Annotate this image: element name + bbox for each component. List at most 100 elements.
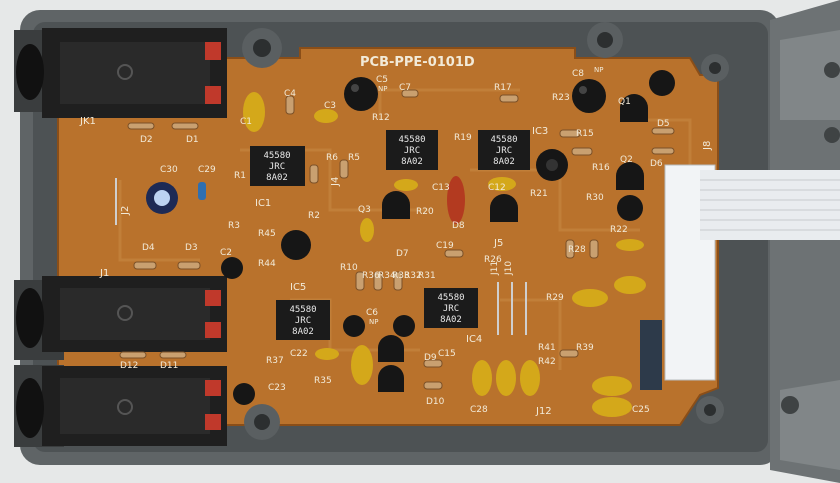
label-ic1: IC1 — [255, 198, 271, 209]
lid-screw-hole-bottom — [781, 396, 799, 414]
label-r33: R33 — [392, 271, 410, 281]
label-ic4: IC4 — [466, 334, 482, 345]
label-c4: C4 — [284, 89, 296, 99]
label-d6: D6 — [650, 159, 663, 169]
chip-ic3-line2: JRC — [496, 146, 512, 156]
chip-ic3-line1: 45580 — [490, 135, 517, 145]
label-r2: R2 — [308, 211, 320, 221]
label-r16: R16 — [592, 163, 610, 173]
label-r32: R32 — [404, 271, 422, 281]
label-r22: R22 — [610, 225, 628, 235]
label-r3: R3 — [228, 221, 240, 231]
label-r42: R42 — [538, 357, 556, 367]
label-c13: C13 — [432, 183, 450, 193]
chip-ic2-line1: 45580 — [398, 135, 425, 145]
label-d9: D9 — [424, 353, 437, 363]
lid-rib-lower — [780, 380, 840, 470]
label-r37: R37 — [266, 356, 284, 366]
electrolytic-capacitors — [146, 70, 675, 405]
label-r21: R21 — [530, 189, 548, 199]
label-j11: J11 — [490, 261, 500, 276]
pcb-traces — [118, 88, 692, 370]
chip-ic4-line3: 8A02 — [440, 315, 462, 325]
label-r17: R17 — [494, 83, 512, 93]
resistors — [119, 89, 675, 390]
label-c30: C30 — [160, 165, 178, 175]
label-r30: R30 — [586, 193, 604, 203]
jack-j1 — [14, 276, 227, 360]
label-r28: R28 — [568, 245, 586, 255]
label-j4: J4 — [330, 177, 341, 187]
chip-ic2-line3: 8A02 — [401, 157, 423, 167]
label-r36: R36 — [362, 271, 380, 281]
label-jk1: JK1 — [79, 116, 96, 127]
jumper-wires — [115, 178, 527, 335]
label-r29: R29 — [546, 293, 564, 303]
label-c12: C12 — [488, 183, 506, 193]
label-r34: R34 — [378, 271, 396, 281]
label-ic5: IC5 — [290, 282, 306, 293]
label-c28: C28 — [470, 405, 488, 415]
chip-ic3-line3: 8A02 — [493, 157, 515, 167]
label-r15: R15 — [576, 129, 594, 139]
chip-ic4-line1: 45580 — [437, 293, 464, 303]
chip-ic2: 45580 JRC 8A02 — [386, 130, 438, 170]
chip-ic4-line2: JRC — [443, 304, 459, 314]
jack-jk1 — [14, 28, 227, 118]
label-q1: Q1 — [618, 97, 631, 107]
silkscreen: PCB-PPE-0101D JK1 J1 J2 J4 J5 J8 J10 J11… — [79, 55, 713, 417]
label-c5-np: NP — [378, 85, 387, 93]
lid-screw-hole-mid — [824, 127, 840, 143]
mounting-bosses — [242, 22, 729, 440]
label-c5: C5 — [376, 75, 388, 85]
chip-ic1-line3: 8A02 — [266, 173, 288, 183]
label-r23: R23 — [552, 93, 570, 103]
label-c29: C29 — [198, 165, 216, 175]
label-c6-np: NP — [369, 318, 378, 326]
chip-ic5-line2: JRC — [295, 316, 311, 326]
label-d5: D5 — [657, 119, 670, 129]
chip-ic5: 45580 JRC 8A02 — [276, 300, 330, 340]
label-d7: D7 — [396, 249, 409, 259]
chip-ic1: 45580 JRC 8A02 — [250, 146, 305, 186]
label-d2: D2 — [140, 135, 153, 145]
label-r26: R26 — [484, 255, 502, 265]
label-c8-np: NP — [594, 66, 603, 74]
label-c6: C6 — [366, 308, 378, 318]
label-d11: D11 — [160, 361, 178, 371]
label-r45: R45 — [258, 229, 276, 239]
film-capacitors — [243, 92, 646, 417]
blue-capacitor — [198, 182, 206, 200]
label-d12: D12 — [120, 361, 138, 371]
chip-ic2-line2: JRC — [404, 146, 420, 156]
label-j8: J8 — [702, 141, 713, 151]
label-c7: C7 — [399, 83, 411, 93]
label-c1: C1 — [240, 117, 252, 127]
label-r31: R31 — [418, 271, 436, 281]
label-q3: Q3 — [358, 205, 371, 215]
label-j10: J10 — [504, 261, 514, 276]
chip-ic5-line1: 45580 — [289, 305, 316, 315]
board-model-label: PCB-PPE-0101D — [360, 55, 475, 70]
chip-ic4: 45580 JRC 8A02 — [424, 288, 478, 328]
label-r20: R20 — [416, 207, 434, 217]
chip-ic3: 45580 JRC 8A02 — [478, 130, 530, 170]
label-c3: C3 — [324, 101, 336, 111]
label-d8: D8 — [452, 221, 465, 231]
label-q2: Q2 — [620, 155, 633, 165]
label-c23: C23 — [268, 383, 286, 393]
label-r12: R12 — [372, 113, 390, 123]
label-j2: J2 — [120, 206, 131, 216]
enclosure-lid — [770, 0, 840, 483]
label-j12: J12 — [535, 406, 552, 417]
ribbon-cable — [640, 164, 840, 390]
jack-j12-side — [14, 365, 227, 447]
label-c8: C8 — [572, 69, 584, 79]
red-capacitor — [447, 176, 465, 224]
label-r35: R35 — [314, 376, 332, 386]
label-r6: R6 — [326, 153, 338, 163]
lid-screw-hole-top — [824, 62, 840, 78]
label-d1: D1 — [186, 135, 199, 145]
chip-ic1-line2: JRC — [269, 162, 285, 172]
